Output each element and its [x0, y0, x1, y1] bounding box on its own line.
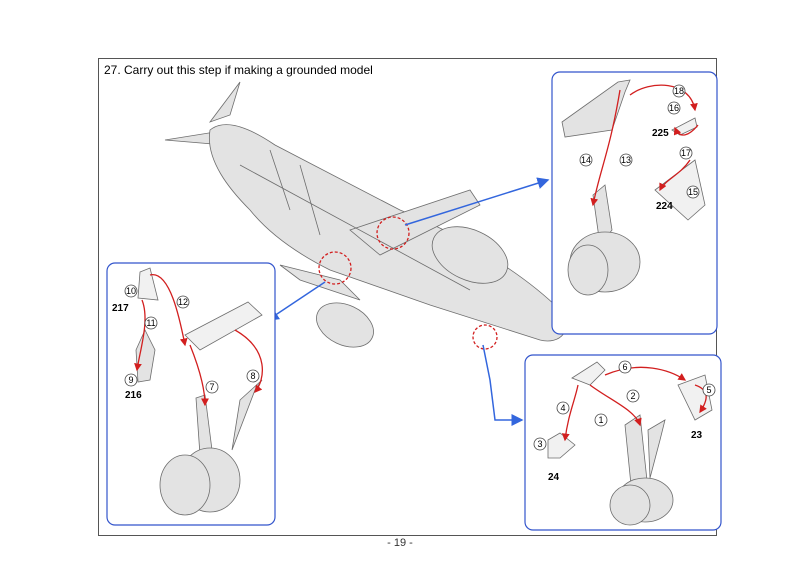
part-label: 225 [652, 128, 669, 139]
path-bottom-right-4 [561, 384, 579, 442]
step-marker: 5 [702, 383, 716, 397]
svg-text:4: 4 [560, 403, 565, 413]
svg-text:15: 15 [688, 187, 698, 197]
step-marker: 14 [579, 153, 593, 167]
step-marker: 6 [618, 360, 632, 374]
path-left-4 [234, 329, 264, 393]
svg-text:7: 7 [209, 382, 214, 392]
page-number: - 19 - [387, 537, 413, 549]
path-left-3 [189, 344, 209, 407]
step-marker: 9 [124, 373, 138, 387]
step-marker: 10 [124, 284, 138, 298]
part-label: 217 [112, 303, 129, 314]
svg-text:10: 10 [126, 286, 136, 296]
svg-text:1: 1 [598, 415, 603, 425]
svg-text:18: 18 [674, 86, 684, 96]
path-top-right-2 [590, 89, 621, 207]
arrow-to-top-right [404, 177, 550, 226]
path-left-2 [134, 299, 146, 372]
step-marker: 18 [672, 84, 686, 98]
svg-text:11: 11 [146, 318, 155, 328]
callout-circle-upper [376, 216, 410, 250]
path-top-right-4 [673, 124, 699, 136]
svg-text:12: 12 [178, 297, 188, 307]
path-top-right-1 [629, 84, 698, 112]
step-marker: 7 [205, 380, 219, 394]
panel-left-parts [135, 267, 263, 516]
part-label: 216 [125, 390, 142, 401]
step-marker: 8 [246, 369, 260, 383]
svg-text:5: 5 [706, 385, 711, 395]
step-markers: 18 16 17 15 14 13 10 11 9 12 7 8 6 5 2 1… [124, 84, 716, 451]
part-label: 224 [656, 201, 673, 212]
path-bottom-right-1 [604, 366, 687, 381]
svg-text:8: 8 [250, 371, 255, 381]
svg-text:14: 14 [581, 155, 591, 165]
step-marker: 1 [594, 413, 608, 427]
svg-text:6: 6 [622, 362, 627, 372]
step-marker: 17 [679, 146, 693, 160]
arrow-to-bottom-right [482, 344, 524, 426]
path-top-right-3 [659, 159, 691, 192]
arrow-to-left [266, 281, 326, 321]
step-marker: 16 [667, 101, 681, 115]
svg-text:2: 2 [630, 391, 635, 401]
part-labels: 225 224 217 216 23 24 [112, 128, 703, 483]
path-left-1 [149, 274, 188, 347]
step-marker: 11 [144, 316, 158, 330]
part-label: 24 [548, 472, 560, 483]
svg-text:9: 9 [128, 375, 133, 385]
svg-text:13: 13 [621, 155, 631, 165]
step-marker: 4 [556, 401, 570, 415]
step-marker: 2 [626, 389, 640, 403]
path-bottom-right-3 [589, 384, 642, 427]
callout-circle-left [318, 251, 352, 285]
svg-text:16: 16 [669, 103, 679, 113]
callout-circle-rear [472, 324, 498, 350]
step-marker: 3 [533, 437, 547, 451]
svg-text:3: 3 [537, 439, 542, 449]
step-marker: 12 [176, 295, 190, 309]
svg-text:17: 17 [681, 148, 691, 158]
part-label: 23 [691, 430, 703, 441]
step-instruction: 27. Carry out this step if making a grou… [104, 63, 373, 77]
path-bottom-right-2 [694, 384, 707, 414]
step-marker: 15 [686, 185, 700, 199]
step-marker: 13 [619, 153, 633, 167]
